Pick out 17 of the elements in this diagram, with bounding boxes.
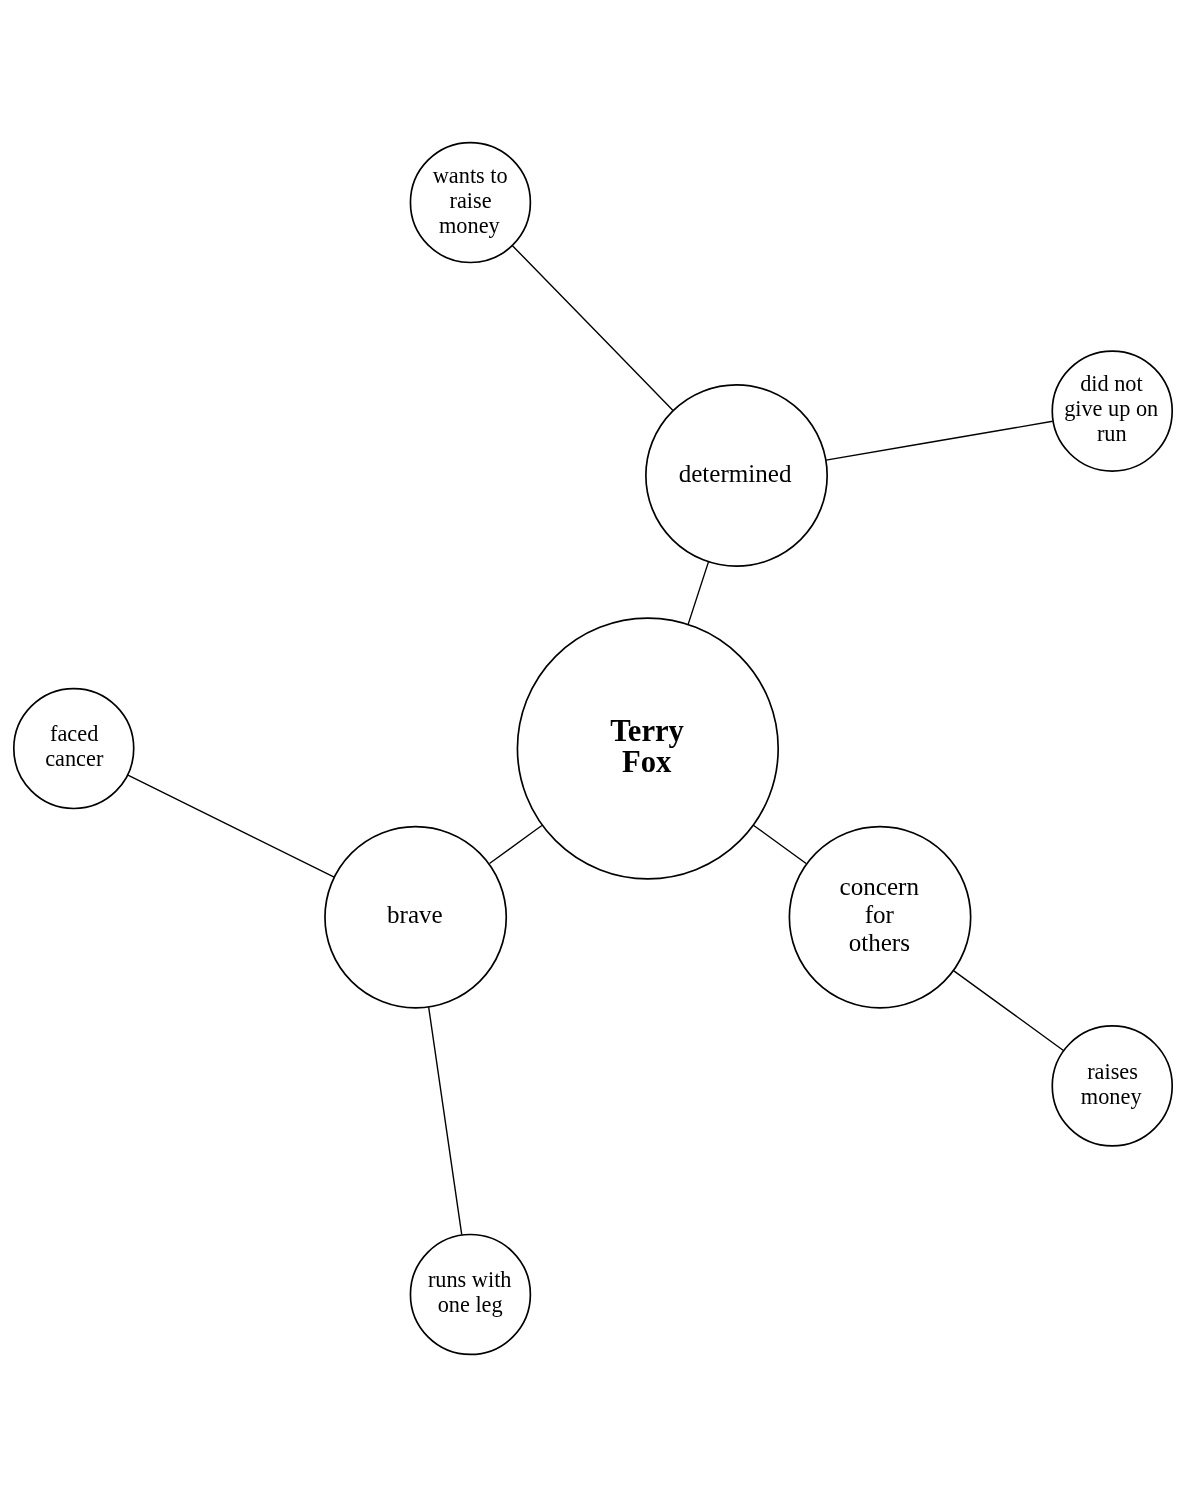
node-circle: brave <box>324 825 508 1009</box>
connector <box>687 561 710 626</box>
connector <box>511 245 674 411</box>
connector <box>488 824 543 865</box>
node-circle: faced cancer <box>12 687 135 810</box>
node-circle: raises money <box>1051 1025 1174 1147</box>
node-circle: concern for others <box>788 825 972 1009</box>
node-circle: wants to raise money <box>409 141 532 264</box>
connector <box>825 420 1054 461</box>
node-circle: determined <box>645 384 828 567</box>
node-circle: did not give up on run <box>1051 350 1174 472</box>
connector <box>753 824 807 865</box>
node-circle: runs with one leg <box>409 1233 532 1356</box>
connector <box>427 1006 463 1236</box>
connector <box>127 774 335 878</box>
node-circle: Terry Fox <box>516 617 780 880</box>
connector <box>952 969 1065 1052</box>
